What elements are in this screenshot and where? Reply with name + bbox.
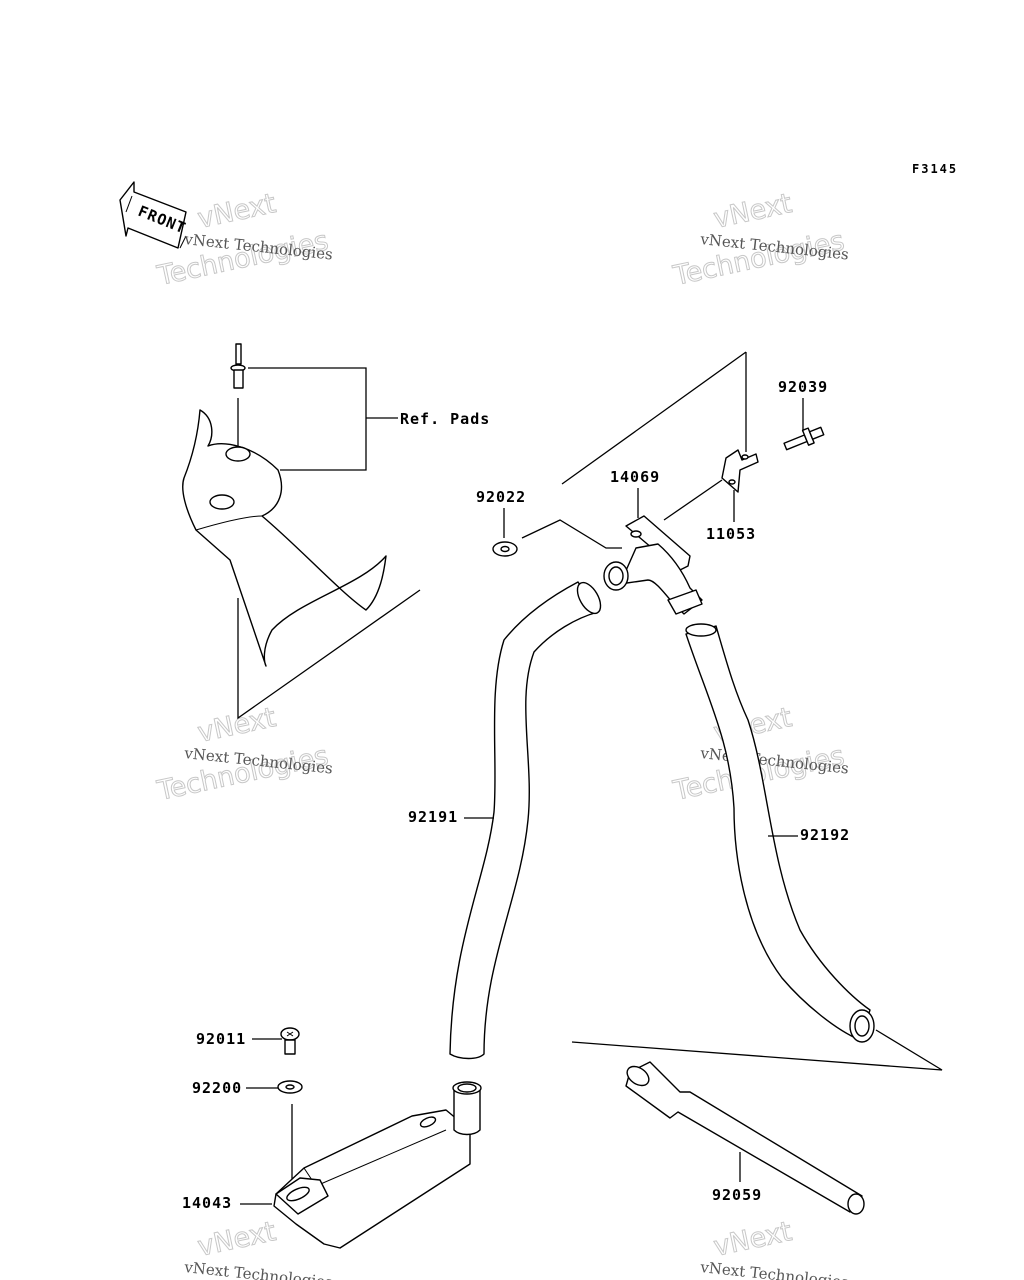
part-92039: 92039 [778,378,828,451]
part-14069: 14069 [603,468,703,615]
assembly-guide-line [561,351,747,485]
part-number-92059: 92059 [712,1186,762,1204]
part-number-92200: 92200 [192,1079,242,1097]
part-92011: 92011 [196,1027,300,1055]
ref-pads-label: Ref. Pads [400,410,490,428]
part-number-92022: 92022 [476,488,526,506]
watermark-bottom-right: vNext vNext Technologies [699,1216,850,1280]
part-number-11053: 11053 [706,525,756,543]
front-arrow-icon: FRONT [119,181,189,249]
svg-text:vNext Technologies: vNext Technologies [699,1258,850,1280]
svg-text:vNext Technologies: vNext Technologies [183,1258,334,1280]
watermark-top-right: vNext Technologies vNext Technologies [670,188,850,293]
part-number-92192: 92192 [800,826,850,844]
hose-92191: 92191 [408,581,602,1060]
part-number-92011: 92011 [196,1030,246,1048]
part-number-14043: 14043 [182,1194,232,1212]
part-number-92191: 92191 [408,808,458,826]
part-92022: 92022 [476,488,622,557]
svg-text:vNext: vNext [195,1216,279,1263]
part-92200: 92200 [192,1079,303,1184]
figure-code: F3145 [912,162,958,176]
hull-pad-section: Ref. Pads [182,343,490,720]
svg-text:vNext: vNext [711,1216,795,1263]
svg-text:vNext: vNext [711,188,795,235]
part-14043: 14043 [182,1081,482,1249]
part-11053: 11053 [663,449,759,543]
watermark-top-left: vNext Technologies vNext Technologies [154,188,334,293]
hose-92192: 92192 [571,623,943,1071]
svg-text:vNext: vNext [195,188,279,235]
svg-text:vNext: vNext [195,702,279,749]
part-number-14069: 14069 [610,468,660,486]
pipe-92059: 92059 [625,1061,865,1215]
part-number-92039: 92039 [778,378,828,396]
watermark-mid-left: vNext Technologies vNext Technologies [154,702,334,808]
rivet-icon [230,343,246,389]
